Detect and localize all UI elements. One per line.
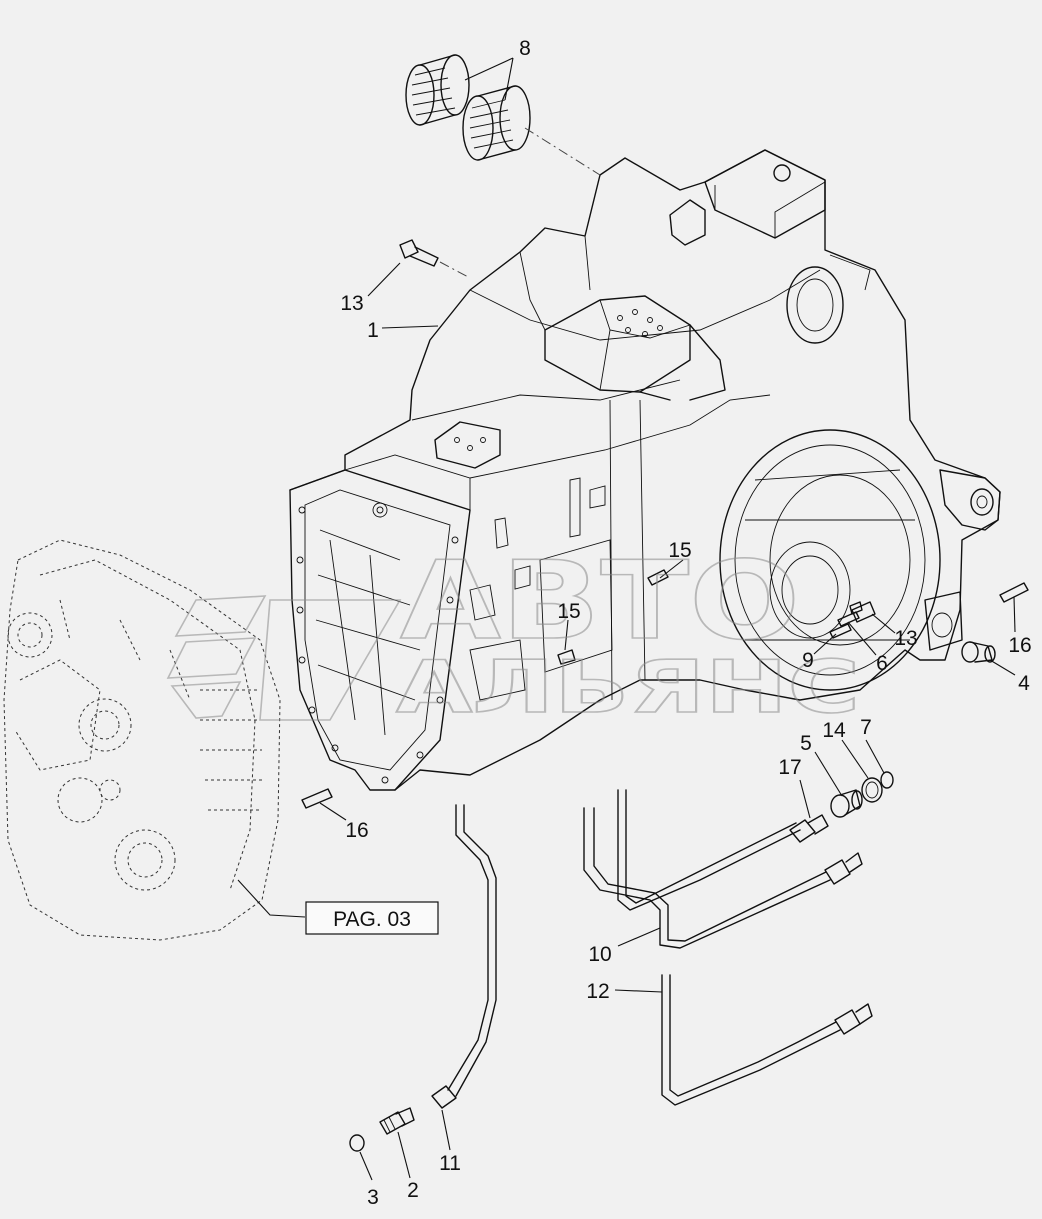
tube-assembly-10 xyxy=(583,789,863,949)
callout-10: 10 xyxy=(588,943,611,966)
callout-1: 1 xyxy=(367,319,379,342)
callout-16-left: 16 xyxy=(345,819,368,842)
seal-ring-3 xyxy=(349,1134,365,1152)
plug-4 xyxy=(961,641,996,663)
bolt-13-upper xyxy=(399,239,439,267)
watermark-line2: АЛЬЯНС xyxy=(396,645,860,729)
callout-15-upper: 15 xyxy=(668,539,691,562)
callout-numbers: 8 13 1 15 15 13 16 9 6 4 14 7 5 17 16 10… xyxy=(340,37,1031,1209)
page-reference-label: PAG. 03 xyxy=(333,908,411,931)
watermark-line1: АВТО xyxy=(400,539,800,664)
dowel-pin-15-lower xyxy=(557,649,576,665)
callout-17: 17 xyxy=(778,756,801,779)
callout-13-upper: 13 xyxy=(340,292,363,315)
bushing-upper xyxy=(405,54,470,126)
dowel-pin-16-left xyxy=(301,788,333,809)
seal-ring-14 xyxy=(861,777,883,803)
ghost-housing-outline xyxy=(3,539,281,941)
callout-16-right: 16 xyxy=(1008,634,1031,657)
callout-6: 6 xyxy=(876,652,888,675)
callout-9: 9 xyxy=(802,649,814,672)
dowel-pin-16-right xyxy=(999,582,1029,603)
watermark-logo xyxy=(166,595,402,721)
callout-2: 2 xyxy=(407,1179,419,1202)
callout-7: 7 xyxy=(860,716,872,739)
dowel-pin-15-upper xyxy=(647,569,669,586)
callout-15-lower: 15 xyxy=(557,600,580,623)
page-reference-box: PAG. 03 xyxy=(305,901,439,935)
callout-11: 11 xyxy=(439,1152,461,1175)
bushing-lower xyxy=(462,85,531,161)
tube-12 xyxy=(661,974,873,1106)
transmission-housing xyxy=(289,149,1001,791)
pin-6 xyxy=(837,611,860,627)
adapter-2 xyxy=(379,1107,415,1135)
leader-lines xyxy=(237,57,1016,1181)
callout-14: 14 xyxy=(822,719,846,742)
callout-12: 12 xyxy=(586,980,609,1003)
pin-9 xyxy=(829,623,852,639)
callout-13-lower: 13 xyxy=(894,627,917,650)
callout-4: 4 xyxy=(1018,672,1030,695)
callout-3: 3 xyxy=(367,1186,379,1209)
seal-ring-7 xyxy=(880,771,894,789)
callout-8: 8 xyxy=(519,37,531,60)
bolt-13-lower xyxy=(849,601,876,623)
watermark: АВТО АЛЬЯНС xyxy=(166,538,861,730)
tube-11 xyxy=(431,804,497,1109)
fitting-5 xyxy=(830,789,863,818)
callout-5: 5 xyxy=(800,732,812,755)
